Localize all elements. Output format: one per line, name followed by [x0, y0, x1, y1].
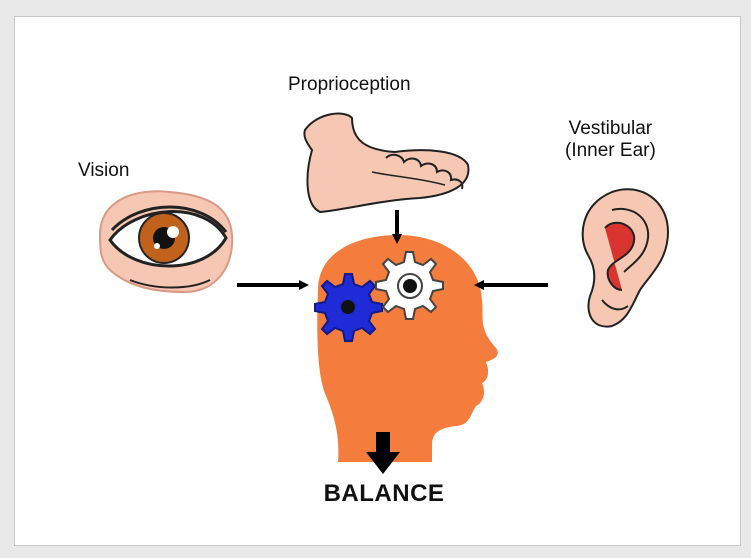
- vestibular-label: Vestibular (Inner Ear): [565, 118, 656, 162]
- balance-label: BALANCE: [300, 483, 468, 505]
- eye-icon: [100, 191, 232, 292]
- blue-gear-icon: [315, 274, 382, 341]
- proprioception-label: Proprioception: [288, 74, 411, 96]
- vestibular-label-line1: Vestibular: [565, 118, 656, 140]
- vestibular-label-line2: (Inner Ear): [565, 140, 656, 162]
- vision-label: Vision: [78, 160, 129, 182]
- ear-icon: [583, 189, 668, 326]
- foot-icon: [304, 114, 468, 212]
- white-gear-icon: [376, 252, 443, 319]
